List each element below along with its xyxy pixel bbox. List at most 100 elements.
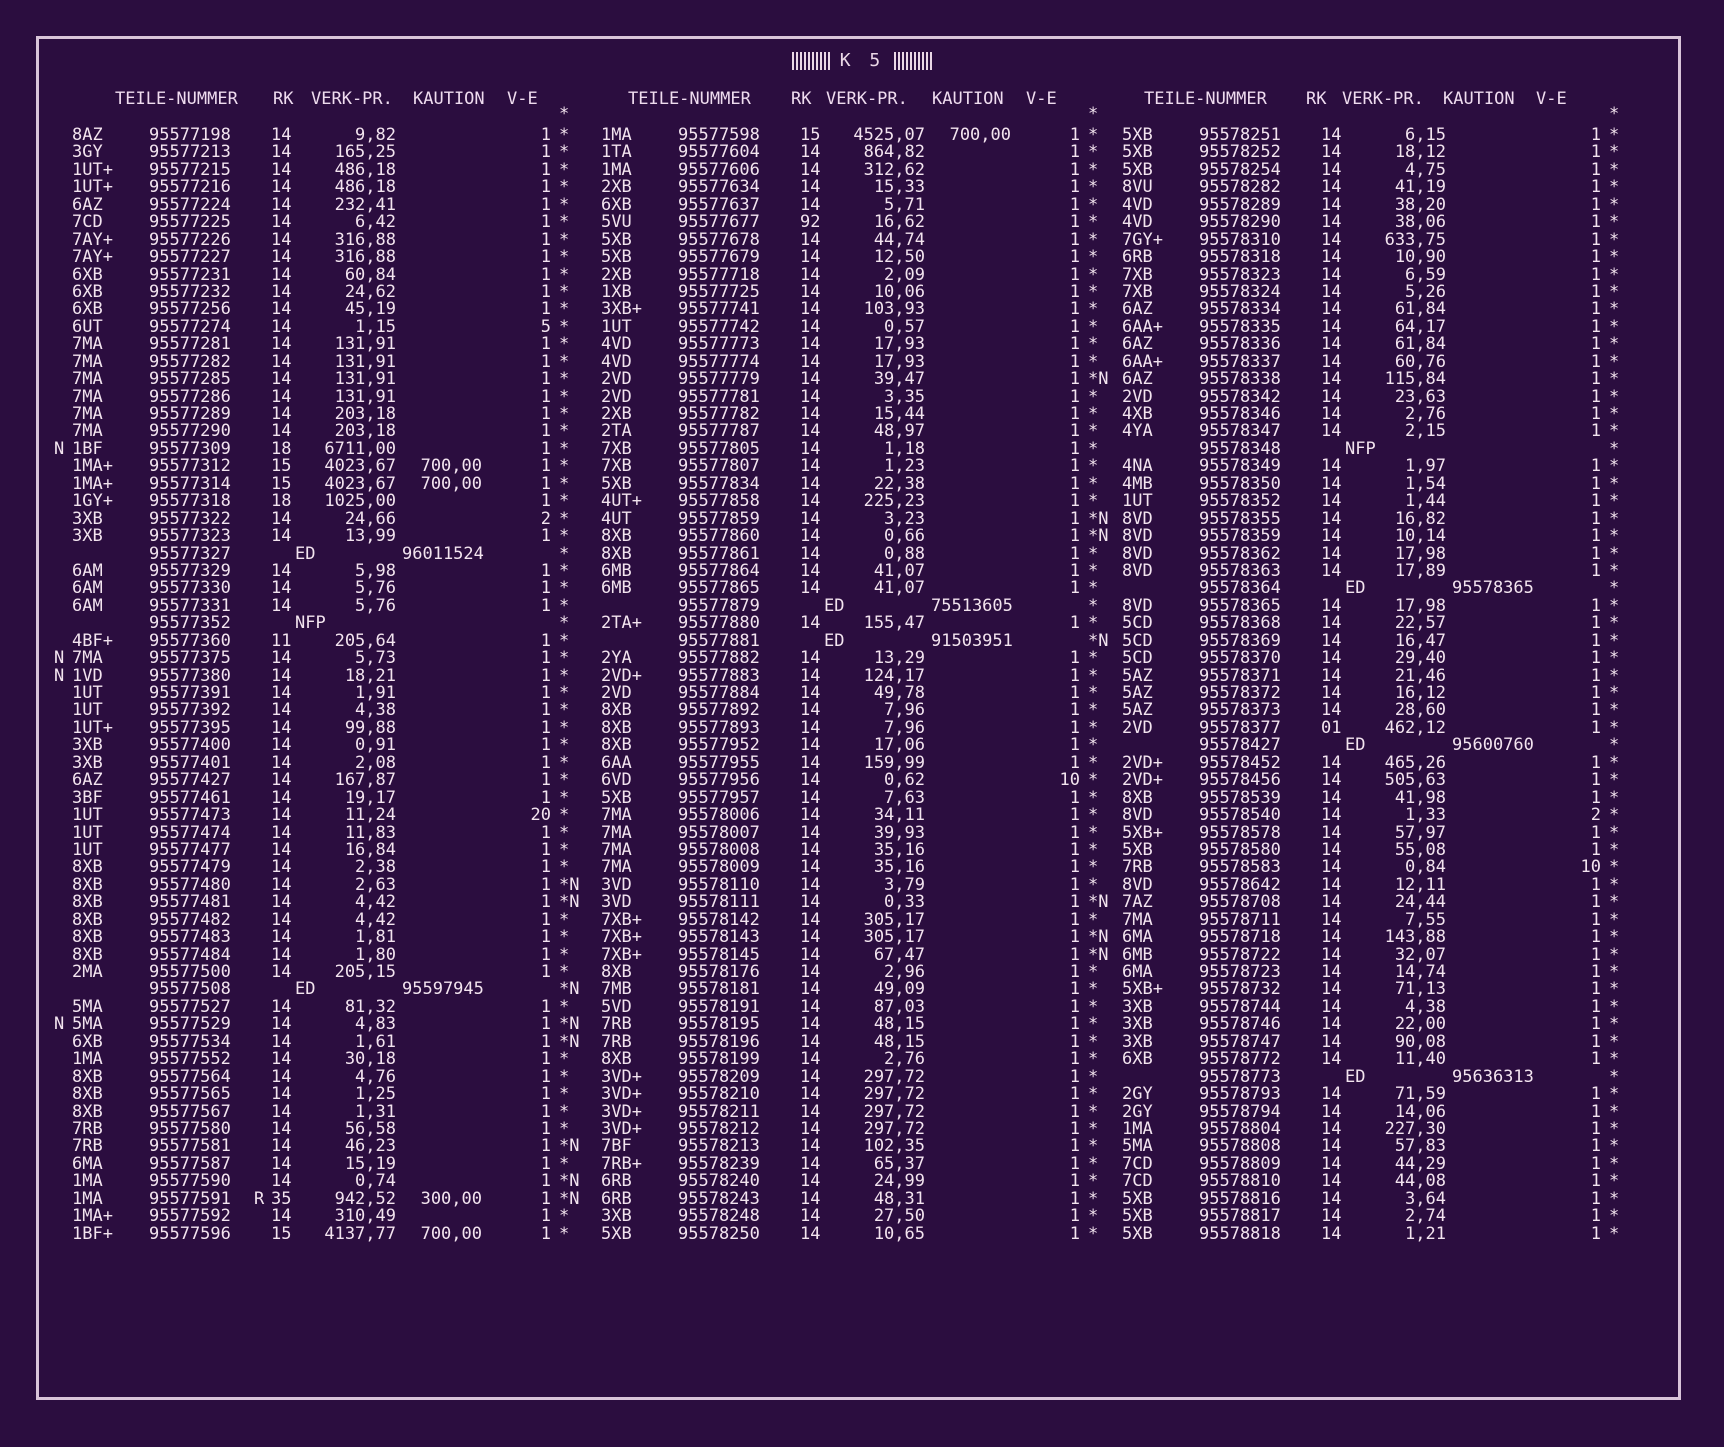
header-price: VERK-PR. bbox=[1342, 89, 1424, 109]
cell-price: 2,76 bbox=[1405, 404, 1446, 424]
cell-code: 6UT bbox=[72, 316, 103, 337]
cell-star: * bbox=[1088, 1066, 1099, 1087]
cell-rk: 14 bbox=[1321, 1153, 1342, 1174]
cell-rk: ED bbox=[1345, 735, 1366, 756]
cell-price: 205,15 bbox=[334, 962, 396, 982]
cell-part-number: 95577227 bbox=[149, 247, 231, 268]
cell-ve: 1 bbox=[1590, 927, 1601, 948]
cell-code: 3XB bbox=[72, 735, 103, 756]
cell-code: 6MA bbox=[1122, 927, 1153, 948]
cell-rk: 14 bbox=[800, 787, 821, 808]
cell-price: 486,18 bbox=[334, 159, 396, 180]
cell-code: 7MB bbox=[601, 979, 632, 1000]
cell-part-number: 95577679 bbox=[678, 247, 760, 268]
cell-part-number: 95578348 bbox=[1199, 438, 1281, 459]
cell-part-number: 95578372 bbox=[1199, 683, 1281, 703]
cell-price: 87,03 bbox=[873, 996, 925, 1017]
cell-part-number: 95577527 bbox=[149, 996, 231, 1017]
cell-rk: 14 bbox=[800, 1206, 821, 1227]
cell-code: 8XB bbox=[601, 1049, 632, 1070]
cell-star: * bbox=[1609, 316, 1620, 337]
cell-rk: 14 bbox=[800, 578, 821, 599]
cell-star: *N bbox=[559, 1136, 580, 1157]
cell-part-number: 95577881 bbox=[678, 630, 760, 651]
header-ve: V-E bbox=[507, 89, 538, 109]
cell-price: 305,17 bbox=[863, 927, 925, 948]
cell-star: * bbox=[559, 805, 570, 826]
cell-rk: 14 bbox=[271, 735, 292, 756]
cell-code: 8XB bbox=[72, 1066, 103, 1087]
cell-price: 46,23 bbox=[344, 1136, 396, 1157]
cell-price: 41,19 bbox=[1394, 177, 1446, 198]
cell-ve: 1 bbox=[1069, 212, 1080, 233]
cell-code: 8XB bbox=[72, 892, 103, 913]
cell-star: * bbox=[559, 944, 570, 965]
cell-part-number: 95578289 bbox=[1199, 194, 1281, 215]
cell-ve: 1 bbox=[540, 839, 551, 860]
cell-star: * bbox=[1088, 1049, 1099, 1070]
cell-ve: 1 bbox=[540, 386, 551, 407]
cell-rk: 14 bbox=[1321, 700, 1342, 721]
cell-part-number: 95578334 bbox=[1199, 299, 1281, 320]
cell-price: 39,47 bbox=[873, 369, 925, 390]
cell-code: 6AA+ bbox=[1122, 316, 1163, 337]
cell-rk: 14 bbox=[1321, 334, 1342, 355]
cell-ve: 1 bbox=[1590, 404, 1601, 424]
cell-price: 1,91 bbox=[355, 683, 396, 703]
cell-ve: 1 bbox=[1590, 526, 1601, 547]
cell-star: * bbox=[559, 299, 570, 320]
cell-code: 2XB bbox=[601, 404, 632, 424]
cell-price: 115,84 bbox=[1384, 369, 1446, 390]
cell-part-number: 95577327 bbox=[149, 543, 231, 564]
cell-code: 5VU bbox=[601, 212, 632, 233]
cell-ve: 1 bbox=[1069, 909, 1080, 930]
cell-part-number: 95578711 bbox=[1199, 909, 1281, 930]
cell-ve: 1 bbox=[1069, 1136, 1080, 1157]
cell-part-number: 95578323 bbox=[1199, 264, 1281, 285]
cell-ve: 1 bbox=[1590, 560, 1601, 581]
cell-rk: 14 bbox=[800, 683, 821, 703]
cell-star: * bbox=[1609, 229, 1620, 250]
cell-star: * bbox=[559, 648, 570, 669]
cell-code: 2VD+ bbox=[601, 665, 642, 686]
cell-ve: 1 bbox=[540, 299, 551, 320]
cell-part-number: 95578746 bbox=[1199, 1014, 1281, 1035]
cell-rk: 14 bbox=[1321, 316, 1342, 337]
cell-ve: 1 bbox=[1069, 648, 1080, 669]
cell-star: * bbox=[559, 421, 570, 442]
cell-code: 3XB bbox=[1122, 1014, 1153, 1035]
cell-part-number: 95577225 bbox=[149, 212, 231, 233]
cell-ve: 1 bbox=[1590, 787, 1601, 808]
cell-ve: 1 bbox=[1590, 1031, 1601, 1052]
cell-rk: 14 bbox=[1321, 508, 1342, 529]
cell-rk: 14 bbox=[800, 717, 821, 738]
cell-part-number: 95577286 bbox=[149, 386, 231, 407]
cell-star: * bbox=[1609, 717, 1620, 738]
cell-part-number: 95578456 bbox=[1199, 770, 1281, 791]
cell-star: * bbox=[1088, 177, 1099, 198]
cell-part-number: 95578143 bbox=[678, 927, 760, 948]
cell-ve: 1 bbox=[1590, 281, 1601, 302]
cell-part-number: 95577329 bbox=[149, 560, 231, 581]
cell-code: 4VD bbox=[1122, 212, 1153, 233]
cell-ve: 1 bbox=[1069, 125, 1080, 145]
cell-ve: 1 bbox=[1069, 194, 1080, 215]
cell-price: 1,54 bbox=[1405, 473, 1446, 494]
cell-code: 6RB bbox=[601, 1188, 632, 1209]
cell-ve: 1 bbox=[540, 1084, 551, 1105]
cell-ve: 1 bbox=[540, 683, 551, 703]
cell-price: 2,74 bbox=[1405, 1206, 1446, 1227]
cell-rk: 14 bbox=[271, 944, 292, 965]
cell-part-number: 95578708 bbox=[1199, 892, 1281, 913]
